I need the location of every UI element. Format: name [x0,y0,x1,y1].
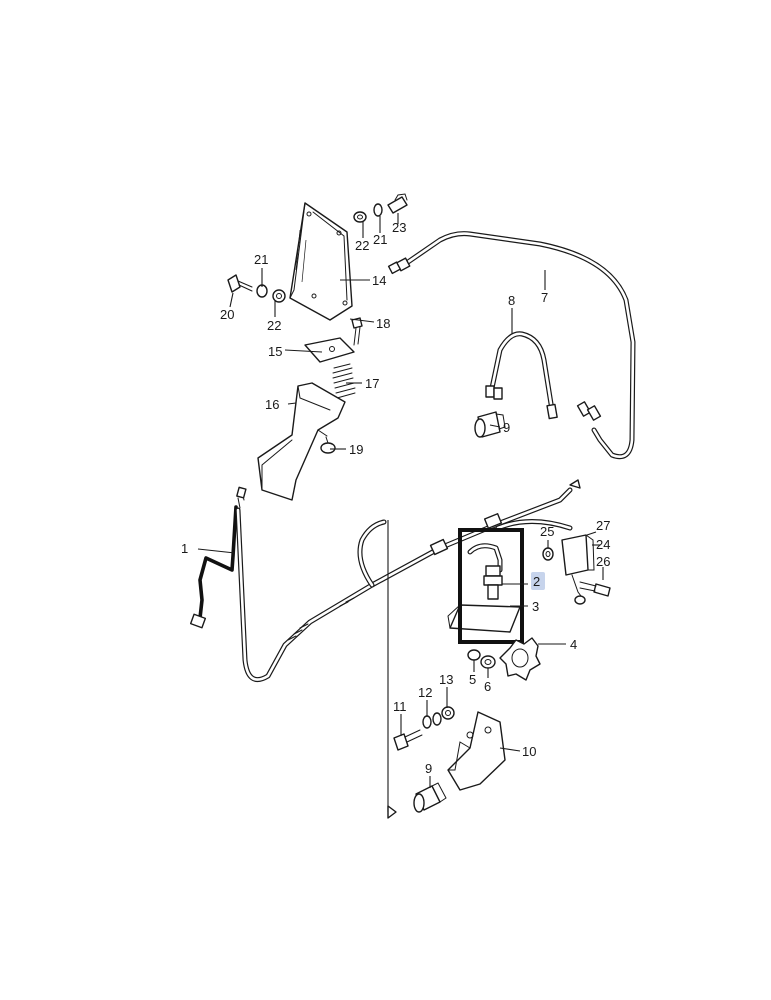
bolt-11[interactable] [393,729,423,751]
nut-6[interactable] [480,655,496,669]
callout-26[interactable]: 26 [596,554,610,569]
pedal-bracket[interactable] [289,202,353,321]
callout-17[interactable]: 17 [365,376,379,391]
brake-switch-top[interactable] [474,411,506,438]
callout-6[interactable]: 6 [484,679,491,694]
callout-21-left[interactable]: 21 [254,252,268,267]
callout-9-bottom[interactable]: 9 [425,761,432,776]
callout-11[interactable]: 11 [393,699,407,714]
return-spring[interactable] [332,363,356,399]
selected-callout-highlight [531,572,545,590]
callout-20[interactable]: 20 [220,307,234,322]
reference-line [387,520,397,819]
callout-4[interactable]: 4 [570,637,577,652]
callout-5[interactable]: 5 [469,672,476,687]
nut-13[interactable] [441,706,455,720]
selection-frame [458,528,524,644]
callout-22-left[interactable]: 22 [267,318,281,333]
wire-harness-7[interactable] [387,231,636,460]
callout-7[interactable]: 7 [541,290,548,305]
washer-25[interactable] [542,547,554,561]
sensor-mounting-plate[interactable] [447,604,521,633]
callout-27[interactable]: 27 [596,518,610,533]
pedal-stop[interactable] [320,436,336,454]
bolt-23[interactable] [387,193,408,214]
washer-12[interactable] [422,712,442,729]
callout-3[interactable]: 3 [532,599,539,614]
callout-13[interactable]: 13 [439,672,453,687]
lock-plate[interactable] [499,637,541,681]
callout-23[interactable]: 23 [392,220,406,235]
callout-2[interactable]: 2 [533,574,540,589]
nut-22-left[interactable] [272,289,286,303]
callout-25[interactable]: 25 [540,524,554,539]
main-cable[interactable] [235,479,581,682]
washer-5[interactable] [467,649,481,661]
nut-22-top[interactable] [353,211,367,223]
callout-1[interactable]: 1 [181,541,188,556]
bolt-18[interactable] [351,317,363,346]
callout-8[interactable]: 8 [508,293,515,308]
callout-24[interactable]: 24 [596,537,610,552]
callout-21-top[interactable]: 21 [373,232,387,247]
callouts: 1 2 3 4 5 6 7 8 9 9 10 11 12 13 14 15 16… [181,220,610,776]
washer-21-top[interactable] [373,203,383,217]
callout-22-top[interactable]: 22 [355,238,369,253]
accelerator-pedal[interactable] [257,382,346,501]
bolt-20[interactable] [227,274,253,293]
brake-switch-bottom[interactable] [413,782,447,813]
switch-bracket[interactable] [447,711,506,791]
callout-10[interactable]: 10 [522,744,536,759]
leader-lines [197,213,604,788]
callout-12[interactable]: 12 [418,685,432,700]
callout-9-top[interactable]: 9 [503,420,510,435]
wire-harness-1[interactable] [189,486,247,629]
callout-16[interactable]: 16 [265,397,279,412]
pedal-pivot[interactable] [304,337,355,363]
sensor-harness[interactable] [467,519,573,573]
callout-14[interactable]: 14 [372,273,386,288]
control-unit[interactable] [561,534,595,605]
wire-harness-8[interactable] [485,331,558,420]
callout-19[interactable]: 19 [349,442,363,457]
callout-15[interactable]: 15 [268,344,282,359]
callout-18[interactable]: 18 [376,316,390,331]
bolt-26[interactable] [579,581,611,597]
